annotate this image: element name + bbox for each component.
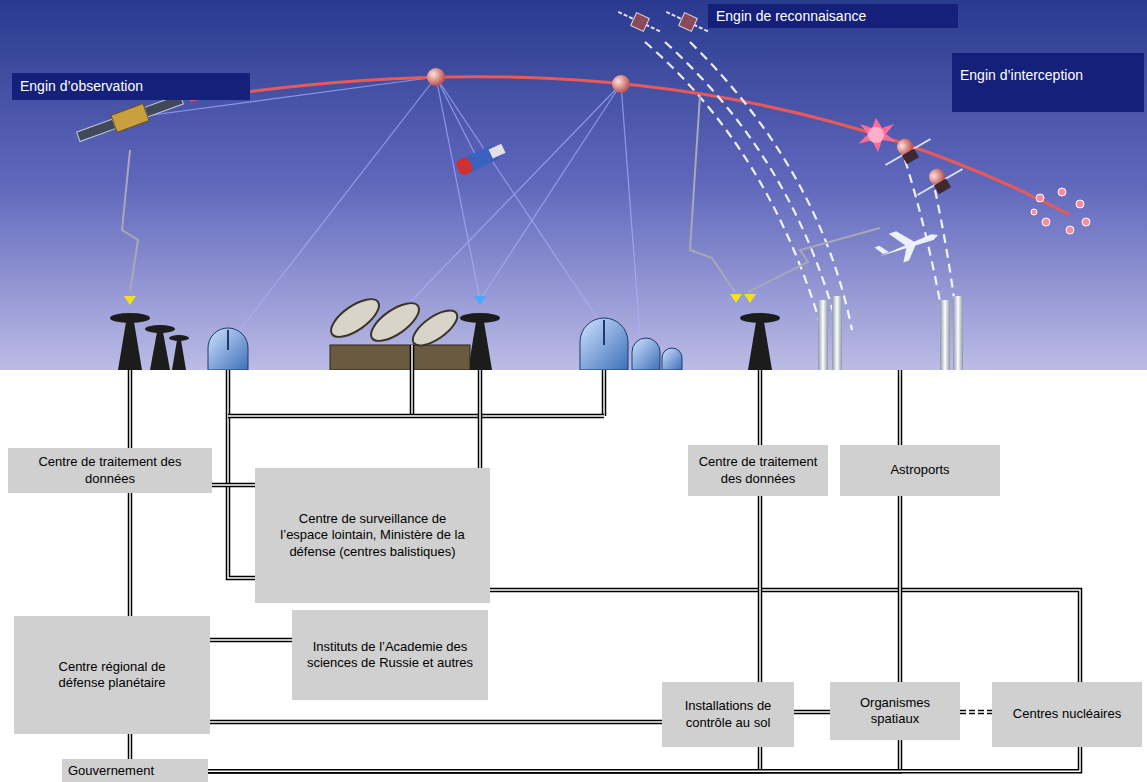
contrails — [645, 42, 958, 330]
facility-box: Organismes spatiaux — [830, 682, 960, 740]
sensor-beams — [130, 77, 640, 340]
connector-inner — [899, 496, 901, 682]
tracked-object — [427, 68, 445, 86]
connector-inner — [208, 747, 1080, 771]
connector-outer — [208, 747, 1080, 771]
connector-inner — [210, 721, 662, 723]
connector-outer — [210, 638, 292, 643]
connector-inner — [129, 734, 131, 759]
connector-outer — [758, 496, 763, 682]
ground-antennas — [110, 292, 780, 370]
connector-outer — [208, 747, 760, 771]
sky — [0, 0, 1147, 370]
double-connector — [900, 496, 901, 682]
box-text: Centre régional de défense planétaire — [54, 659, 170, 692]
facility-box: Astroports — [840, 445, 1000, 496]
box-text: Organismes spatiaux — [840, 695, 950, 728]
box-text: Instituts de l’Academie des sciences de … — [304, 639, 476, 672]
box-text: Installations de contrôle au sol — [672, 698, 784, 731]
double-connector — [794, 712, 830, 713]
double-connector — [210, 640, 292, 641]
connector-inner — [212, 484, 255, 486]
connector-outer — [212, 483, 255, 488]
facility-box: Gouvernement — [62, 759, 208, 782]
double-connector — [760, 496, 761, 682]
facility-box: Centre de traitement des données — [688, 445, 828, 496]
tracked-object — [612, 75, 630, 93]
connector-inner — [129, 493, 131, 616]
box-text: Astroports — [890, 462, 949, 478]
ground-wires — [130, 345, 900, 578]
box-text: Engin de reconnaisance — [716, 8, 866, 25]
connector-outer — [960, 710, 992, 715]
box-text: Engin d’interception — [960, 67, 1083, 84]
connector-outer — [898, 496, 903, 682]
facility-box: Centres nucléaires — [992, 682, 1142, 747]
double-connector — [960, 712, 992, 713]
box-text: Centre de traitement des données — [30, 454, 190, 487]
airplane — [872, 218, 943, 270]
connector-outer — [210, 720, 662, 725]
facility-box: Centre régional de défense planétaire — [14, 616, 210, 734]
box-text: Centres nucléaires — [1013, 706, 1121, 722]
radio-links — [122, 95, 880, 292]
connector-inner — [759, 496, 761, 682]
connector-inner — [208, 740, 900, 771]
double-connector — [130, 493, 131, 616]
satellite — [455, 141, 507, 177]
connector-outer — [794, 710, 830, 715]
connector-inner — [208, 747, 760, 771]
trajectory — [190, 77, 1070, 215]
interception — [858, 118, 968, 204]
double-connector — [208, 747, 760, 771]
facility-box: Instituts de l’Academie des sciences de … — [292, 610, 488, 700]
box-text: Centre de traitement des données — [692, 454, 824, 487]
rockets — [818, 296, 963, 370]
connector-outer — [490, 590, 1080, 682]
connector-inner — [210, 639, 292, 641]
craft-label: Engin de reconnaisance — [708, 4, 958, 28]
signal-markers — [124, 294, 756, 305]
double-connector — [210, 722, 662, 723]
double-connector — [490, 590, 1080, 682]
connector-inner — [490, 590, 1080, 682]
double-connector — [212, 485, 255, 486]
craft-label: Engin d’interception — [952, 53, 1144, 112]
facility-box: Installations de contrôle au sol — [662, 682, 794, 747]
box-text: Engin d’observation — [20, 78, 143, 95]
debris — [1031, 188, 1090, 234]
double-connector — [208, 740, 900, 771]
facility-box: Centre de traitement des données — [8, 448, 212, 493]
box-text: Gouvernement — [68, 763, 154, 779]
connector-inner — [960, 711, 992, 713]
reconnaissance-craft — [615, 6, 712, 39]
connector-outer — [128, 734, 133, 759]
connector-outer — [128, 493, 133, 616]
facility-box: Centre de surveillance de l’espace loint… — [255, 468, 490, 603]
box-text: Centre de surveillance de l’espace loint… — [275, 511, 470, 560]
craft-label: Engin d’observation — [12, 73, 250, 100]
double-connector — [208, 747, 1080, 771]
connector-outer — [208, 740, 900, 771]
connector-inner — [794, 711, 830, 713]
double-connector — [130, 734, 131, 759]
